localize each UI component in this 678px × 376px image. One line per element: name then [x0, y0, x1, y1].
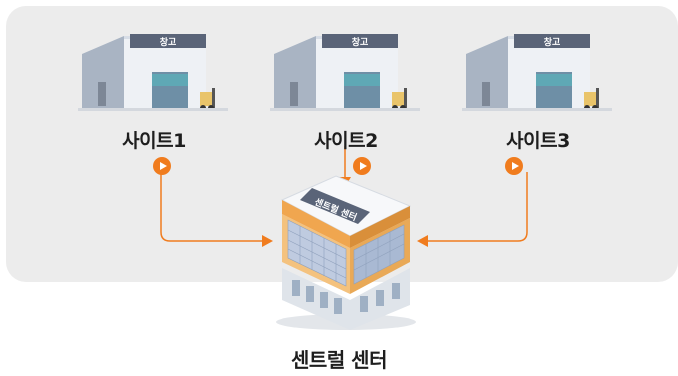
site-1-label: 사이트1 [122, 130, 186, 152]
warehouse-icon: 창고 [462, 34, 612, 111]
site-3: 창고 사이트3 [458, 12, 618, 175]
play-icon[interactable] [353, 157, 371, 175]
site-2: 창고 사이트2 [266, 12, 426, 175]
site-3-label: 사이트3 [506, 130, 570, 152]
central-center-label: 센트럴 센터 [291, 348, 387, 372]
arrowhead-site3 [417, 235, 428, 247]
warehouse-icon: 창고 [78, 34, 228, 111]
site-1: 창고 사이트1 [74, 12, 234, 175]
arrowhead-site1 [262, 235, 273, 247]
warehouse-sign: 창고 [544, 36, 561, 48]
arrow-site3-to-center [426, 172, 528, 242]
warehouse-icon: 창고 [270, 34, 420, 111]
warehouse-sign: 창고 [352, 36, 369, 48]
warehouse-sign: 창고 [160, 36, 177, 48]
play-icon[interactable] [505, 157, 523, 175]
play-icon[interactable] [153, 157, 171, 175]
arrow-site1-to-center [160, 172, 264, 242]
site-2-label: 사이트2 [314, 130, 378, 152]
